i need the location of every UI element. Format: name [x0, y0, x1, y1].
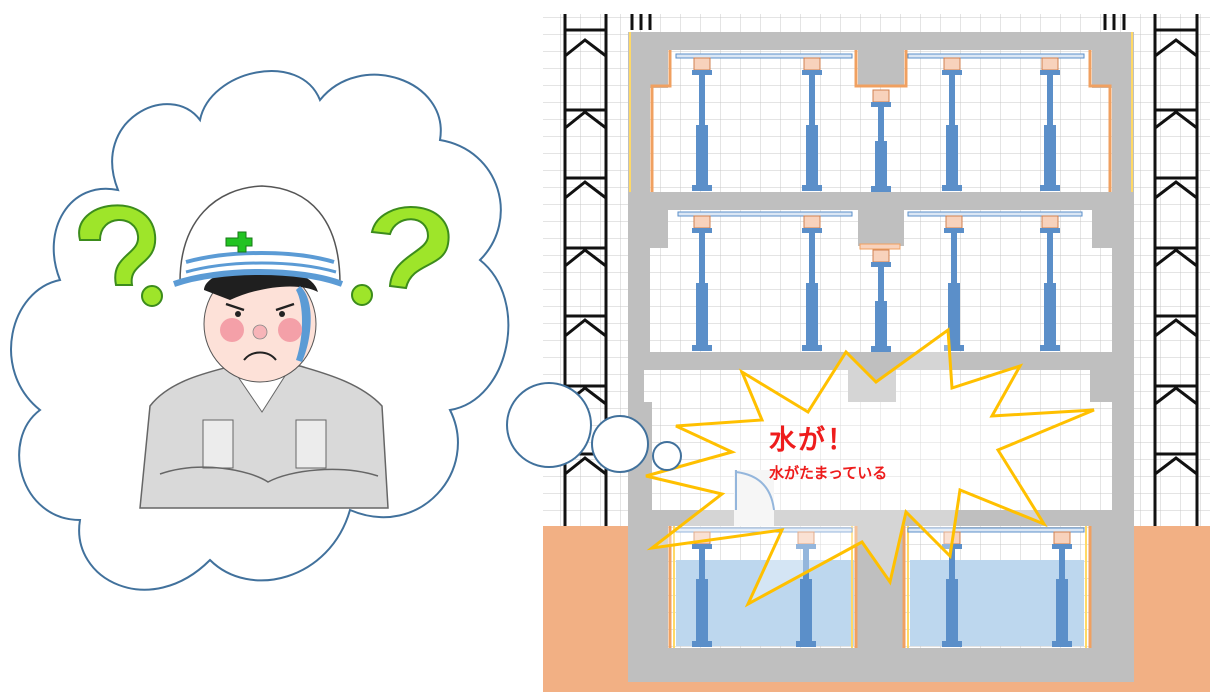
- question-mark-icon-right: [351, 206, 450, 306]
- alert-burst-icon: [645, 327, 1095, 608]
- thought-bubble-small: [652, 441, 682, 471]
- scaffold-right: [1153, 14, 1199, 526]
- thought-bubble-large: [506, 382, 592, 468]
- question-mark-icon: [78, 204, 163, 307]
- door-opening: [734, 470, 775, 526]
- formwork-middle: [677, 211, 1083, 250]
- thought-bubble-medium: [591, 415, 649, 473]
- alert-detail: 水がたまっている: [769, 464, 888, 482]
- alert-headline: 水が！: [769, 425, 856, 456]
- worker-icon: [139, 185, 389, 509]
- building-section: [543, 14, 1210, 692]
- formwork-top: [629, 32, 1133, 192]
- formwork-basement: [668, 526, 1092, 648]
